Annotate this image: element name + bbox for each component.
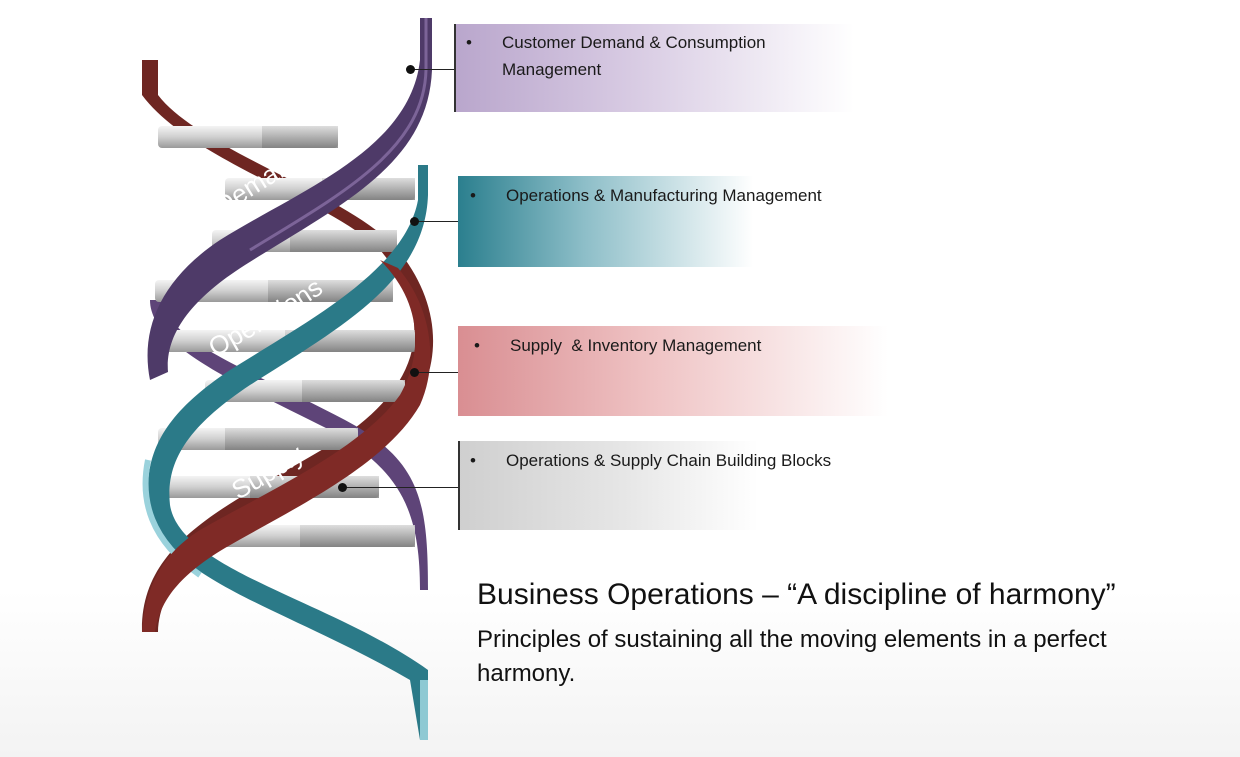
panel-divider — [454, 24, 456, 112]
panel-text: Supply & Inventory Management — [510, 336, 762, 355]
panel-supply: • Supply & Inventory Management — [458, 326, 888, 416]
connector-building-blocks — [342, 487, 458, 488]
connector-dot-building-blocks — [338, 483, 347, 492]
connector-operations — [414, 221, 458, 222]
connector-dot-operations — [410, 217, 419, 226]
connector-dot-supply — [410, 368, 419, 377]
demand-strand-edge — [249, 18, 428, 252]
supply-strand — [142, 260, 431, 632]
bullet-icon: • — [470, 186, 476, 205]
panel-text: Operations & Manufacturing Management — [506, 186, 822, 205]
panel-building-blocks: • Operations & Supply Chain Building Blo… — [458, 441, 831, 530]
panel-divider — [458, 441, 460, 530]
bullet-icon: • — [474, 336, 480, 355]
subline: Principles of sustaining all the moving … — [477, 626, 1107, 687]
panel-demand: • Customer Demand & Consumption Manageme… — [454, 24, 854, 112]
connector-dot-demand — [406, 65, 415, 74]
operations-strand — [148, 165, 429, 740]
connector-demand — [410, 69, 454, 70]
headline: Business Operations – “A discipline of h… — [477, 578, 1116, 611]
operations-strand-tail — [420, 680, 428, 740]
demand-strand-back — [150, 300, 428, 590]
panel-operations: • Operations & Manufacturing Management — [458, 176, 822, 267]
panel-text: Customer Demand & Consumption Management — [502, 33, 766, 79]
bullet-icon: • — [470, 451, 476, 470]
helix-rungs — [150, 126, 415, 547]
bullet-icon: • — [466, 33, 472, 52]
connector-supply — [414, 372, 458, 373]
panel-text: Operations & Supply Chain Building Block… — [506, 451, 832, 470]
